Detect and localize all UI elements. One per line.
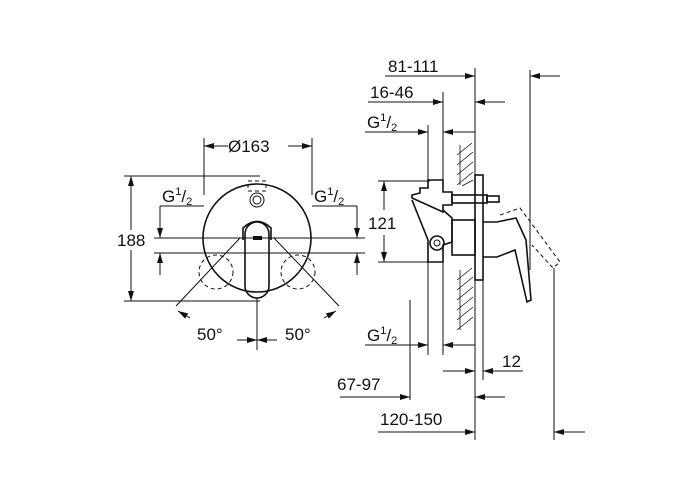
side-view: 81-111 16-46 G1/2 121 G1/2 12 67-97 (337, 57, 585, 440)
dim-overall: 120-150 (380, 410, 442, 429)
dim-plate: 12 (502, 352, 521, 371)
thread-left-label: G1/2 (162, 186, 192, 208)
front-view: Ø163 188 G1/2 G1/2 50° 50° (117, 137, 365, 350)
dim-depth-wall: 16-46 (370, 83, 413, 102)
dim-body: 67-97 (337, 375, 380, 394)
dim-depth-total: 81-111 (388, 57, 438, 76)
thread-top-label: G1/2 (367, 112, 397, 134)
thread-right-label: G1/2 (314, 186, 344, 208)
lever-handle (244, 221, 270, 299)
height-label: 188 (117, 231, 145, 250)
valve-body (411, 179, 453, 214)
diverter-knob (249, 192, 265, 208)
diameter-label: Ø163 (228, 137, 270, 156)
lever-side (483, 217, 532, 304)
angle-left-label: 50° (197, 325, 223, 344)
wall-hatch-top (456, 142, 474, 187)
angle-right-label: 50° (285, 325, 311, 344)
thread-bottom-label: G1/2 (367, 325, 397, 347)
wall-hatch-bottom (456, 267, 474, 331)
cover-plate-side (474, 174, 484, 281)
dim-height: 121 (368, 214, 396, 233)
